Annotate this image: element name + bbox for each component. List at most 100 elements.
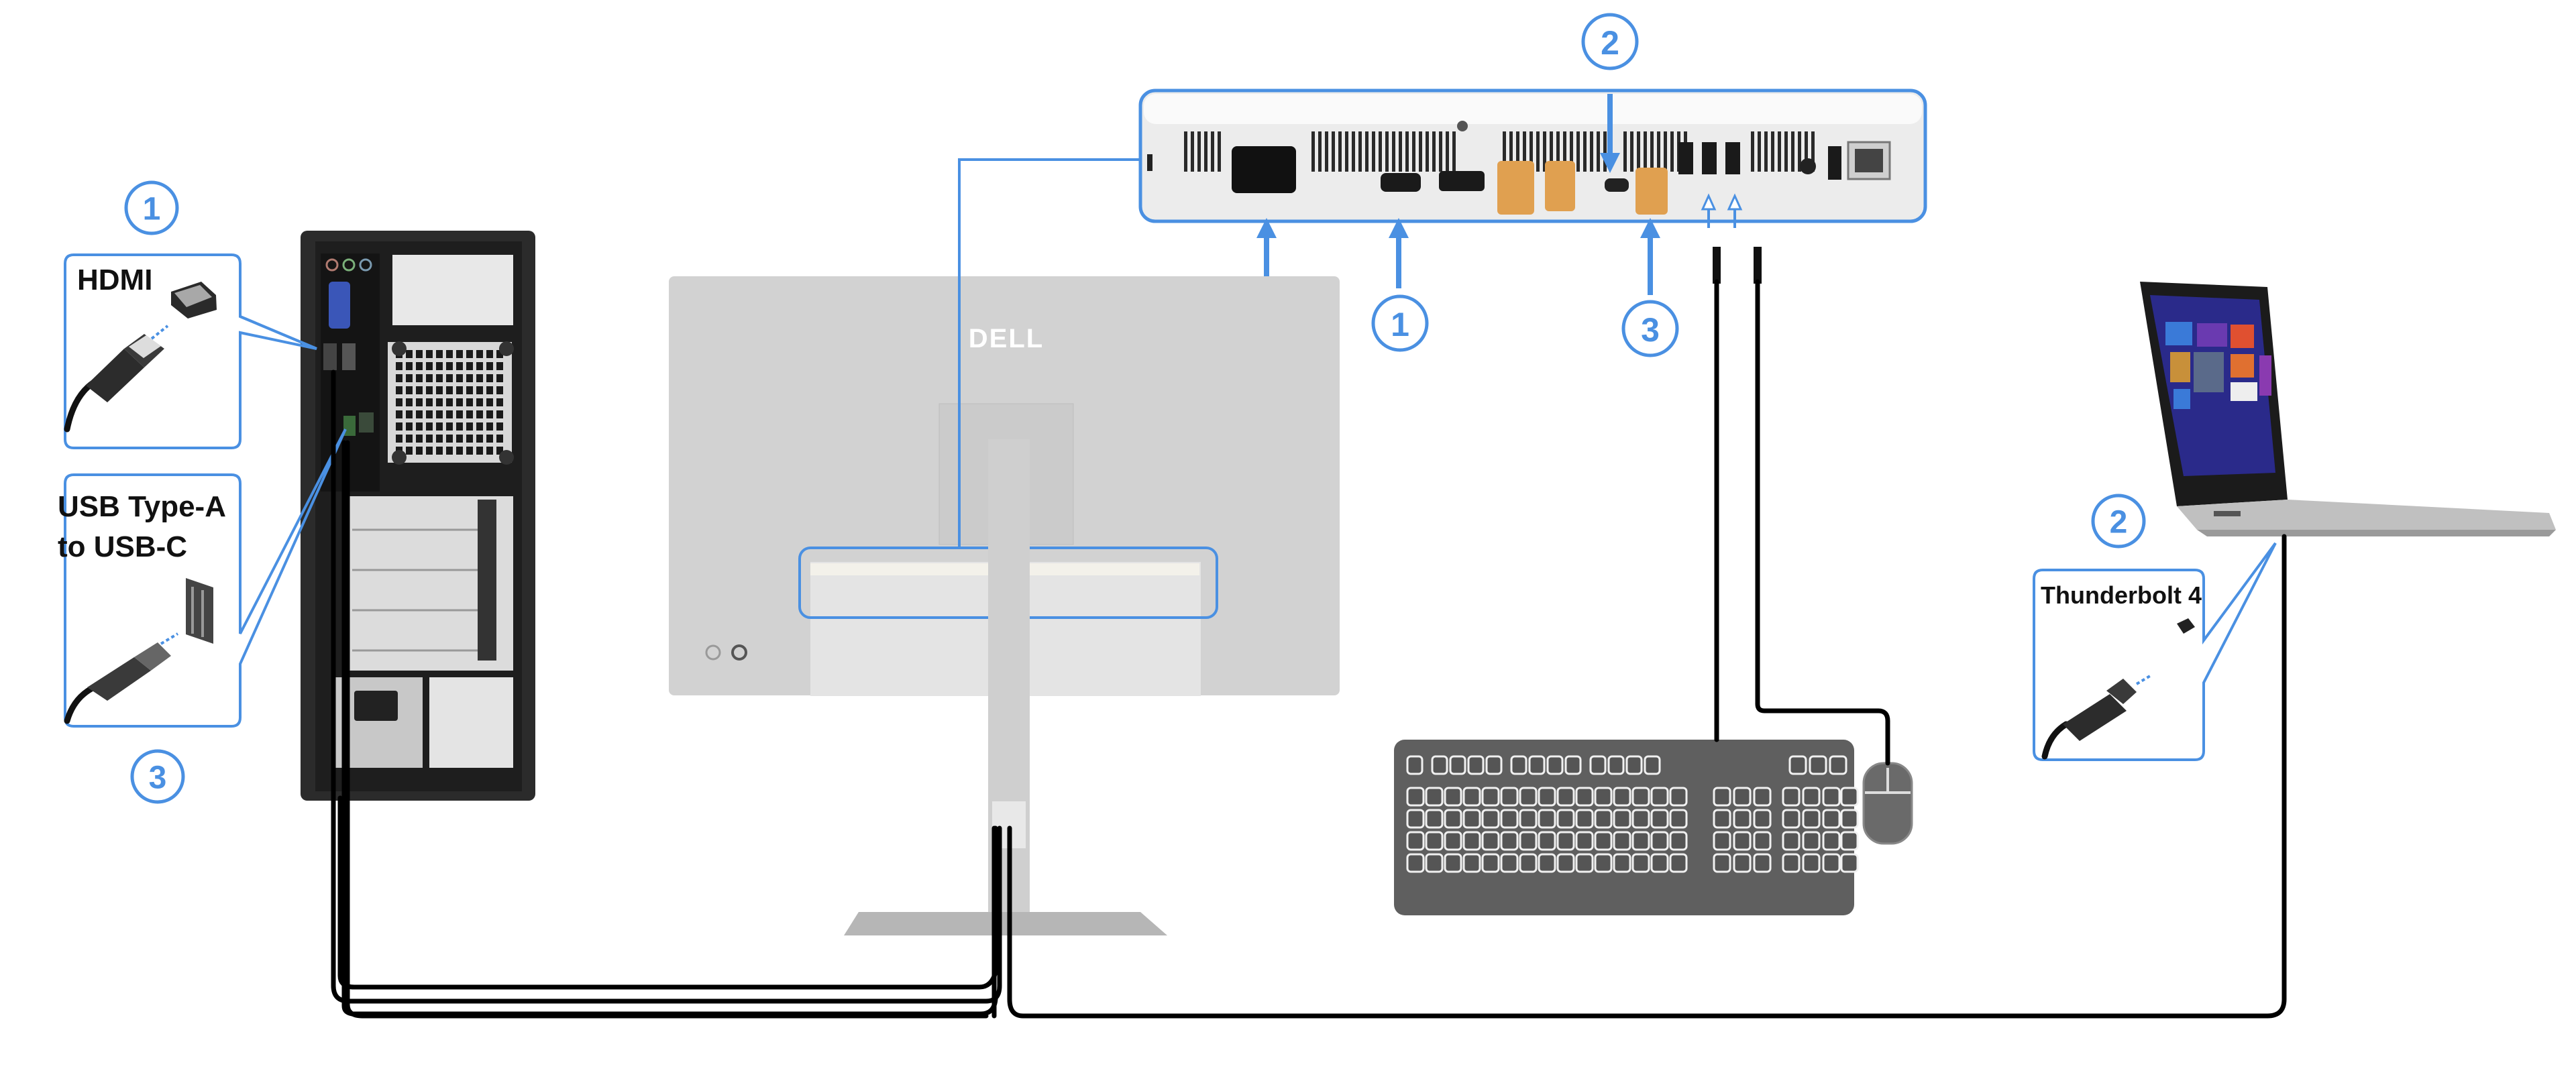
key <box>1575 853 1594 873</box>
vent-slot <box>1379 131 1382 172</box>
vent-slot <box>1550 131 1553 172</box>
vent-slot <box>1338 131 1342 172</box>
vent-slot <box>1784 131 1788 172</box>
callout-number-3: 3 <box>149 760 167 796</box>
key <box>1788 755 1807 775</box>
cables <box>331 369 2287 1019</box>
key <box>1840 853 1859 873</box>
key <box>1538 831 1556 851</box>
vent-slot <box>1529 131 1533 172</box>
fan-hole <box>436 447 443 455</box>
key <box>1669 831 1688 851</box>
usb-label-line2: to USB-C <box>58 530 187 563</box>
vent-slot <box>1358 131 1362 172</box>
key <box>1462 787 1481 807</box>
fan-hole <box>486 447 493 455</box>
key <box>1575 809 1594 829</box>
fan-hole <box>466 435 473 443</box>
key <box>1713 787 1731 807</box>
key <box>1669 853 1688 873</box>
fan-hole <box>446 422 453 431</box>
fan-hole <box>406 447 413 455</box>
fan-screw <box>392 341 407 356</box>
fan-hole <box>486 386 493 394</box>
hdmi-plug-icon <box>64 325 169 433</box>
vent-slot <box>1446 131 1449 172</box>
monitor-stand-base <box>844 912 1167 935</box>
vent-slot <box>1644 131 1647 172</box>
key <box>1556 831 1575 851</box>
vent-slot <box>1576 131 1580 172</box>
key <box>1500 831 1519 851</box>
usb-label-line1: USB Type-A <box>58 490 226 523</box>
key <box>1431 755 1448 775</box>
usb-downstream-port-1 <box>1678 142 1693 174</box>
fan-hole <box>446 350 453 358</box>
fan-hole <box>456 398 463 406</box>
usb-c-plug-icon <box>2041 675 2151 760</box>
key <box>1644 755 1661 775</box>
monitor-power-button[interactable] <box>731 644 747 661</box>
vent-slot <box>1352 131 1355 172</box>
key <box>1449 755 1466 775</box>
key <box>1406 831 1425 851</box>
key <box>1669 787 1688 807</box>
key <box>1753 787 1772 807</box>
keyboard <box>1394 740 1859 915</box>
vent-slot <box>1670 131 1674 172</box>
key <box>1650 787 1669 807</box>
vent-slot <box>1399 131 1402 172</box>
key <box>1425 787 1444 807</box>
fan-hole <box>496 447 503 455</box>
displayport-port <box>1439 171 1485 191</box>
key <box>1462 809 1481 829</box>
key <box>1829 755 1847 775</box>
thunderbolt-port <box>1605 178 1629 192</box>
fan-hole <box>446 398 453 406</box>
key <box>1802 787 1821 807</box>
vent-slot <box>1372 131 1375 172</box>
key <box>1519 809 1538 829</box>
vent-slot <box>1778 131 1781 172</box>
key <box>1425 853 1444 873</box>
key <box>1556 853 1575 873</box>
fan-screw <box>499 450 514 465</box>
hdmi-port <box>1381 173 1421 192</box>
fan-hole <box>486 374 493 382</box>
dell-logo: DELL <box>969 324 1044 353</box>
key <box>1406 787 1425 807</box>
vent-slot <box>1204 131 1208 172</box>
vent-slot <box>1570 131 1573 172</box>
vent-slot <box>1419 131 1422 172</box>
key <box>1538 853 1556 873</box>
laptop-screen-tiles <box>2165 322 2271 409</box>
fan-hole <box>396 422 402 431</box>
key <box>1575 787 1594 807</box>
key <box>1444 787 1462 807</box>
fan-hole <box>416 447 423 455</box>
key <box>1481 831 1500 851</box>
monitor-button[interactable] <box>705 644 721 661</box>
fan-hole <box>476 410 483 418</box>
vent-slot <box>1405 131 1409 172</box>
key <box>1519 853 1538 873</box>
laptop <box>2140 282 2556 536</box>
fan-hole <box>486 350 493 358</box>
callout-pc-hdmi: 1 HDMI <box>64 180 317 449</box>
vent-slot <box>1805 131 1808 172</box>
fan-hole <box>416 422 423 431</box>
key <box>1669 809 1688 829</box>
fan-hole <box>396 362 402 370</box>
fan-hole <box>436 435 443 443</box>
fan-hole <box>396 398 402 406</box>
vent-slot <box>1811 131 1815 172</box>
fan-hole <box>476 398 483 406</box>
vent-slot <box>1657 131 1660 172</box>
fan-hole <box>466 398 473 406</box>
key <box>1802 809 1821 829</box>
key <box>1519 831 1538 851</box>
fan-hole <box>416 410 423 418</box>
usb-peripheral-cables <box>1713 247 1890 766</box>
fan-screw <box>392 450 407 465</box>
fan-hole <box>476 374 483 382</box>
